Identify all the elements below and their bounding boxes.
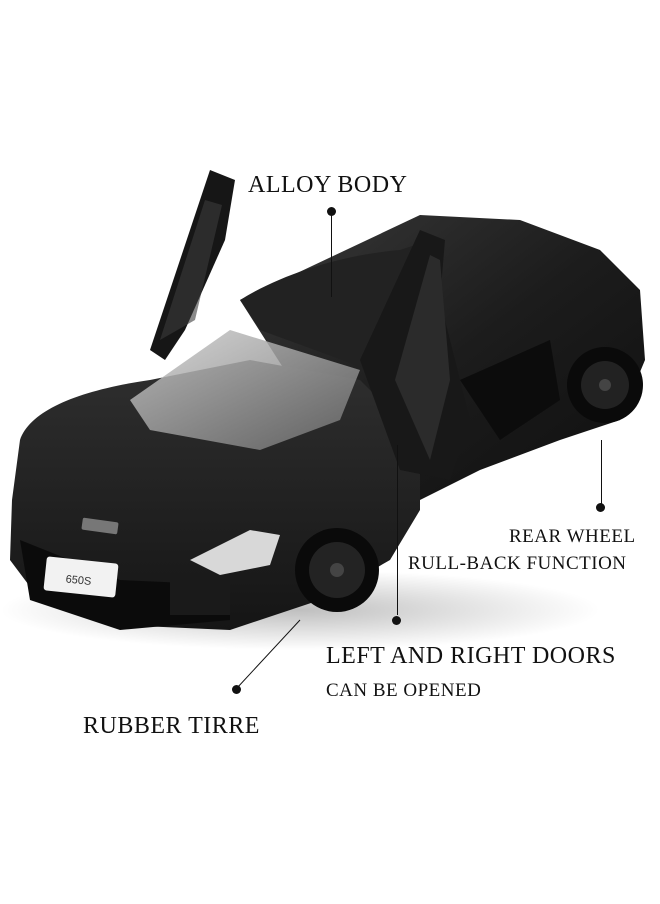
- headlight: [190, 530, 280, 575]
- label-doors-2: CAN BE OPENED: [326, 680, 482, 701]
- callout-line-rear-wheel: [601, 440, 602, 505]
- svg-text:650S: 650S: [65, 573, 92, 588]
- callout-line-doors: [397, 445, 398, 615]
- label-doors-1: LEFT AND RIGHT DOORS: [326, 643, 616, 669]
- label-rubber-tire: RUBBER TIRRE: [83, 713, 260, 739]
- callout-dot-rear-wheel: [596, 503, 605, 512]
- side-intake: [460, 340, 560, 440]
- grille: [170, 575, 230, 615]
- label-rear-wheel-2: RULL-BACK FUNCTION: [408, 553, 627, 574]
- callout-line-alloy: [331, 212, 332, 297]
- callout-dot-rubber-tire: [232, 685, 241, 694]
- callout-dot-alloy: [327, 207, 336, 216]
- label-rear-wheel-1: REAR WHEEL: [509, 526, 636, 547]
- label-alloy-body: ALLOY BODY: [248, 172, 408, 198]
- license-plate: [43, 556, 119, 598]
- hood-badge: [81, 517, 119, 535]
- windshield: [130, 330, 360, 450]
- callout-dot-doors: [392, 616, 401, 625]
